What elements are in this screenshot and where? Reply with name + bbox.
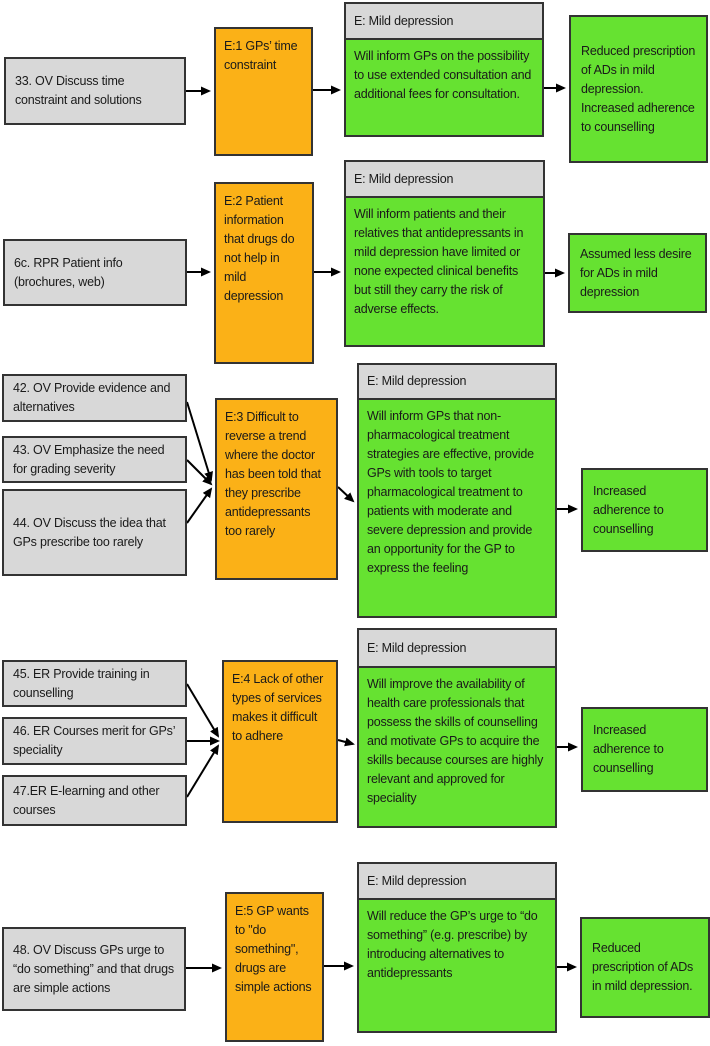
strategy-box-e1-label: E:1 GPs’ time constraint (224, 39, 298, 72)
input-box-33: 33. OV Discuss time constraint and solut… (4, 57, 186, 125)
input-box-48-label: 48. OV Discuss GPs urge to “do something… (13, 942, 174, 995)
strategy-box-e2-label: E:2 Patient information that drugs do no… (224, 194, 295, 303)
mechanism-body-2: Will inform patients and their relatives… (346, 198, 543, 345)
mechanism-header-3-label: E: Mild depression (367, 374, 467, 388)
mechanism-header-3: E: Mild depression (359, 365, 555, 400)
mechanism-header-4: E: Mild depression (359, 630, 555, 668)
outcome-box-5-label: Reduced prescription of ADs in mild depr… (592, 941, 694, 993)
strategy-box-e3: E:3 Difficult to reverse a trend where t… (215, 398, 338, 580)
mechanism-body-4-label: Will improve the availability of health … (367, 677, 544, 805)
outcome-box-4-label: Increased adherence to counselling (593, 723, 664, 775)
mechanism-panel-1: E: Mild depression Will inform GPs on th… (344, 2, 544, 137)
strategy-box-e1: E:1 GPs’ time constraint (214, 27, 313, 156)
outcome-box-3: Increased adherence to counselling (581, 468, 708, 552)
outcome-box-2-label: Assumed less desire for ADs in mild depr… (580, 246, 692, 299)
input-box-6c-label: 6c. RPR Patient info (brochures, web) (14, 255, 123, 289)
strategy-box-e5: E:5 GP wants to "do something", drugs ar… (225, 892, 324, 1042)
strategy-box-e4-label: E:4 Lack of other types of services make… (232, 672, 324, 743)
arrow-connector (186, 744, 220, 798)
input-box-44-label: 44. OV Discuss the idea that GPs prescri… (13, 515, 166, 549)
mechanism-header-2: E: Mild depression (346, 162, 543, 198)
mechanism-body-2-label: Will inform patients and their relatives… (354, 207, 524, 316)
input-box-33-label: 33. OV Discuss time constraint and solut… (15, 74, 142, 107)
mechanism-panel-4: E: Mild depression Will improve the avai… (357, 628, 557, 828)
strategy-box-e4: E:4 Lack of other types of services make… (222, 660, 338, 823)
mechanism-panel-2: E: Mild depression Will inform patients … (344, 160, 545, 347)
outcome-box-2: Assumed less desire for ADs in mild depr… (568, 233, 707, 313)
input-box-46-label: 46. ER Courses merit for GPs’ speciality (13, 724, 175, 757)
input-box-44: 44. OV Discuss the idea that GPs prescri… (2, 489, 187, 576)
input-box-43-label: 43. OV Emphasize the need for grading se… (13, 442, 165, 476)
mechanism-panel-5: E: Mild depression Will reduce the GP’s … (357, 862, 557, 1033)
mechanism-body-3-label: Will inform GPs that non-pharmacological… (367, 409, 534, 575)
outcome-box-4: Increased adherence to counselling (581, 707, 708, 792)
arrow-connector (337, 737, 355, 747)
input-box-6c: 6c. RPR Patient info (brochures, web) (3, 239, 187, 306)
arrow-connector (186, 459, 213, 486)
input-box-48: 48. OV Discuss GPs urge to “do something… (2, 927, 186, 1011)
input-box-42-label: 42. OV Provide evidence and alternatives (13, 381, 171, 414)
arrow-connector (186, 401, 213, 482)
mechanism-header-1-label: E: Mild depression (354, 13, 454, 28)
mechanism-header-1: E: Mild depression (346, 4, 542, 40)
outcome-box-1: Reduced prescription of ADs in mild depr… (569, 15, 708, 163)
input-box-43: 43. OV Emphasize the need for grading se… (2, 436, 187, 483)
outcome-box-1-label: Reduced prescription of ADs in mild depr… (581, 43, 696, 134)
arrow-connector (337, 486, 355, 503)
mechanism-body-5: Will reduce the GP’s urge to “do somethi… (359, 900, 555, 1031)
strategy-box-e2: E:2 Patient information that drugs do no… (214, 182, 314, 364)
arrow-connector (186, 683, 220, 738)
input-box-45: 45. ER Provide training in counselling (2, 660, 187, 707)
input-box-47: 47.ER E-learning and other courses (2, 775, 187, 826)
input-box-45-label: 45. ER Provide training in counselling (13, 666, 150, 700)
strategy-box-e3-label: E:3 Difficult to reverse a trend where t… (225, 410, 321, 538)
arrow-connector (186, 487, 213, 524)
input-box-47-label: 47.ER E-learning and other courses (13, 783, 160, 817)
mechanism-header-5-label: E: Mild depression (367, 873, 467, 888)
mechanism-panel-3: E: Mild depression Will inform GPs that … (357, 363, 557, 618)
mechanism-body-1-label: Will inform GPs on the possibility to us… (354, 49, 532, 101)
mechanism-body-1: Will inform GPs on the possibility to us… (346, 40, 542, 135)
input-box-42: 42. OV Provide evidence and alternatives (2, 374, 187, 422)
mechanism-body-5-label: Will reduce the GP’s urge to “do somethi… (367, 909, 538, 980)
outcome-box-5: Reduced prescription of ADs in mild depr… (580, 917, 710, 1018)
mechanism-body-4: Will improve the availability of health … (359, 668, 555, 826)
mechanism-header-5: E: Mild depression (359, 864, 555, 900)
input-box-46: 46. ER Courses merit for GPs’ speciality (2, 717, 187, 765)
strategy-box-e5-label: E:5 GP wants to "do something", drugs ar… (235, 904, 312, 994)
mechanism-header-4-label: E: Mild depression (367, 640, 467, 655)
mechanism-header-2-label: E: Mild depression (354, 171, 454, 186)
outcome-box-3-label: Increased adherence to counselling (593, 483, 664, 536)
mechanism-body-3: Will inform GPs that non-pharmacological… (359, 400, 555, 616)
